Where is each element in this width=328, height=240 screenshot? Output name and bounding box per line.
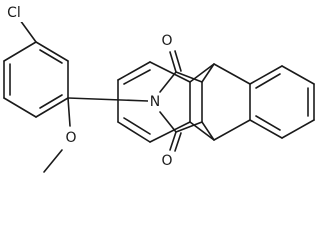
carbonyl-oxygen-top-label-bg bbox=[159, 32, 175, 50]
carbonyl-oxygen-bottom-atom-label: O bbox=[161, 153, 172, 169]
chlorine-atom-label: Cl bbox=[7, 5, 21, 21]
middle-benzo-ring bbox=[117, 61, 191, 143]
nitrogen-label-bg bbox=[148, 93, 162, 111]
chlorophenyl-ring bbox=[3, 41, 69, 118]
bridge-bonds bbox=[189, 63, 251, 141]
chlorine-label-bg bbox=[2, 4, 26, 22]
bond-aryl-n bbox=[67, 97, 149, 102]
methoxy-oxygen-label-bg bbox=[64, 129, 78, 147]
carbonyl-oxygen-bottom-label-bg bbox=[159, 152, 175, 170]
bond-c-o-methoxy bbox=[67, 97, 71, 127]
methoxy-oxygen-atom-label: O bbox=[65, 130, 76, 146]
nitrogen-atom-label: N bbox=[150, 94, 160, 110]
bond-c-cl bbox=[19, 19, 37, 43]
bond-o-methyl bbox=[43, 149, 63, 173]
carbonyl-oxygen-top-atom-label: O bbox=[161, 33, 172, 49]
right-benzo-ring bbox=[249, 65, 315, 139]
molecule-structure-diagram: Cl N O O O bbox=[2, 4, 315, 173]
imide-ring bbox=[159, 50, 203, 152]
